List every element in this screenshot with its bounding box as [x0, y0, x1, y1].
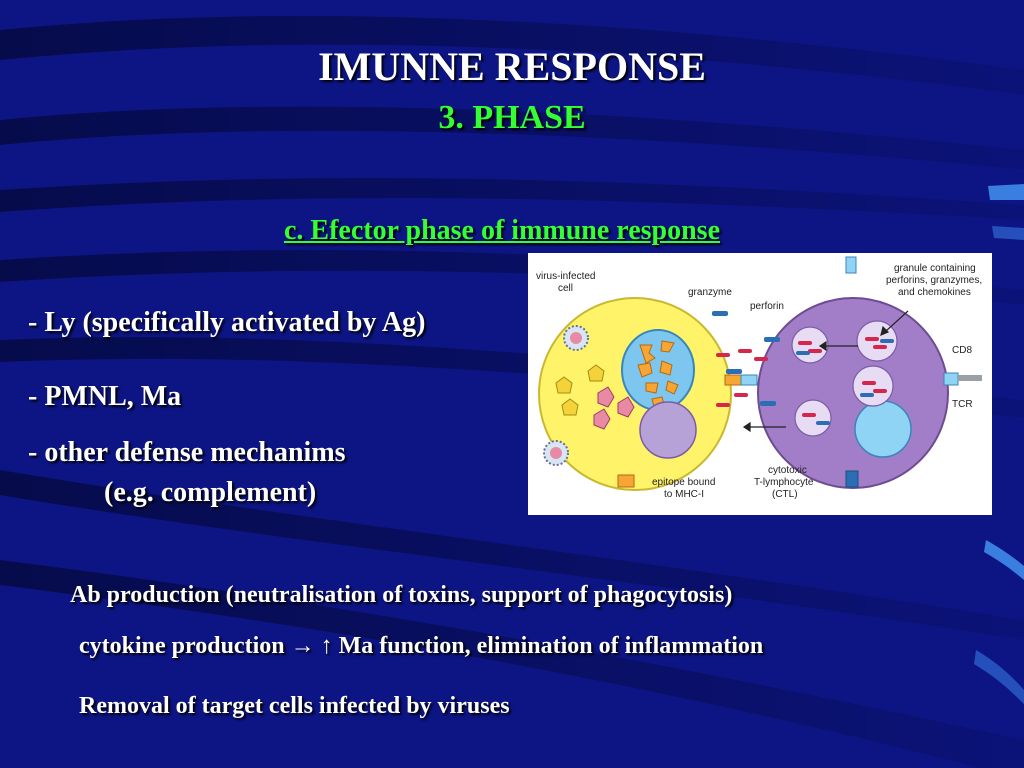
label-epitope-line2: to MHC-I: [664, 489, 704, 500]
bullet-other-mechanisms: - other defense mechanims: [28, 437, 346, 468]
bullet-lymphocytes: - Ly (specifically activated by Ag): [28, 307, 426, 338]
label-ctl-line2: T-lymphocyte: [754, 477, 814, 488]
label-virus-infected-cell-line2: cell: [558, 283, 573, 294]
virus-particles: [543, 325, 589, 466]
label-virus-infected-cell-line1: virus-infected: [536, 271, 595, 282]
label-granule-line2: perforins, granzymes,: [886, 275, 982, 286]
virus-infected-cell: [538, 297, 732, 491]
label-tcr: TCR: [952, 399, 973, 410]
label-granule-line3: and chemokines: [898, 287, 971, 298]
diagram-arrows: [742, 310, 909, 433]
label-ctl-line3: (CTL): [772, 489, 798, 500]
slide-title: IMUNNE RESPONSE: [318, 44, 706, 89]
label-cd8: CD8: [952, 345, 972, 356]
note-cytokine-production: cytokine production → ↑ Ma function, eli…: [79, 633, 764, 659]
note-removal-target-cells: Removal of target cells infected by viru…: [79, 693, 510, 719]
ctl-diagram: virus-infected cell granzyme perforin gr…: [528, 253, 992, 515]
note-antibody-production: Ab production (neutralisation of toxins,…: [70, 582, 733, 608]
bullet-complement-example: (e.g. complement): [104, 477, 317, 508]
bullet-pmnl-macrophages: - PMNL, Ma: [28, 381, 182, 412]
label-ctl-line1: cytotoxic: [768, 465, 807, 476]
label-epitope-line1: epitope bound: [652, 477, 715, 488]
label-granule-line1: granule containing: [894, 263, 976, 274]
label-perforin: perforin: [750, 301, 784, 312]
granzyme-perforin-particles: [712, 311, 894, 425]
label-granzyme: granzyme: [688, 287, 732, 298]
section-heading: c. Efector phase of immune response: [283, 215, 721, 246]
tcr-mhc-contacts: [617, 256, 982, 488]
slide-subtitle: 3. PHASE: [438, 99, 586, 136]
cytotoxic-t-lymphocyte: [757, 297, 949, 489]
